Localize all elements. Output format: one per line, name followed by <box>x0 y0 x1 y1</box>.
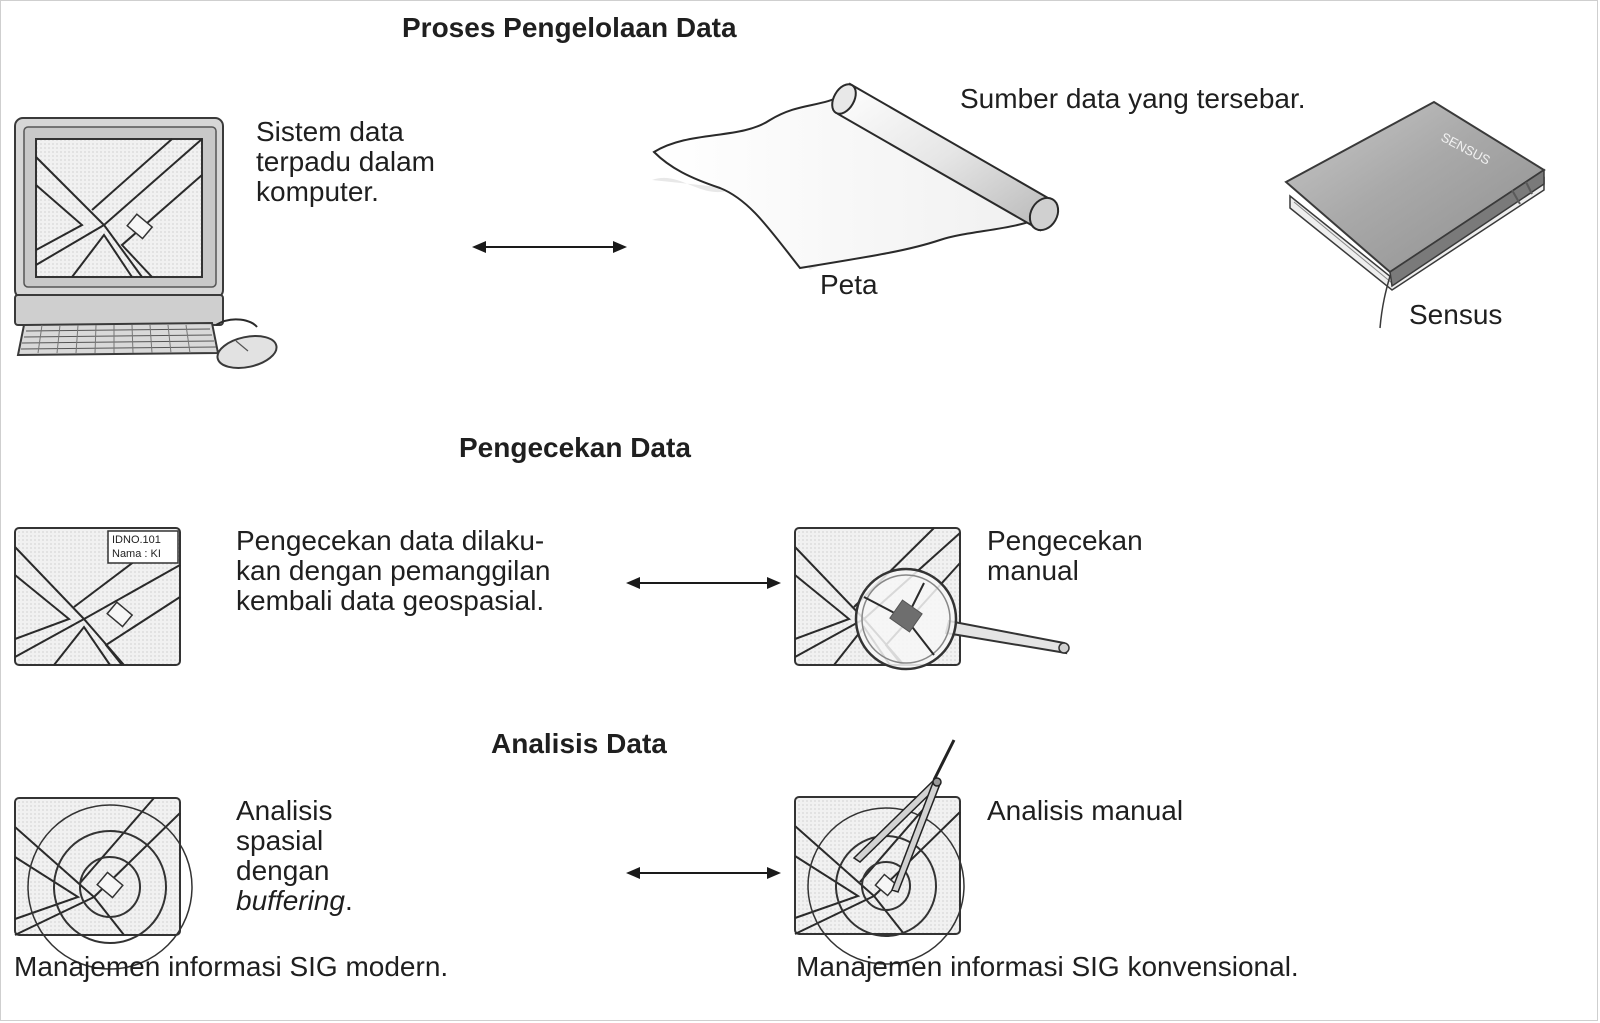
buffer-map-icon <box>14 797 193 970</box>
digital-check-caption: Pengecekan data dilaku- kan dengan peman… <box>236 525 551 616</box>
double-arrow-3 <box>626 867 781 879</box>
label-line-1: IDNO.101 <box>112 534 161 546</box>
map-scroll-icon <box>652 82 1060 270</box>
compass-map-icon <box>794 739 965 965</box>
double-arrow-2 <box>626 577 781 589</box>
map-magnifier-icon <box>794 527 1070 671</box>
heading-proses: Proses Pengelolaan Data <box>402 12 737 43</box>
buffering-term: buffering <box>236 885 345 916</box>
heading-pengecekan: Pengecekan Data <box>459 432 691 463</box>
computer-icon <box>14 117 278 369</box>
caption-period: . <box>344 885 353 916</box>
manual-check-caption: Pengecekan manual <box>987 525 1143 586</box>
computer-caption: Sistem data terpadu dalam komputer. <box>256 116 436 207</box>
census-book-icon: SENSUS <box>1284 100 1546 329</box>
label-line-2: Nama : KI <box>112 548 161 560</box>
double-arrow-1 <box>472 241 627 253</box>
map-with-label-icon: IDNO.101 Nama : KI <box>14 527 181 666</box>
manual-analysis-caption: Analisis manual <box>987 795 1184 826</box>
footer-modern: Manajemen informasi SIG modern. <box>14 951 449 982</box>
sources-caption: Sumber data yang tersebar. <box>960 83 1306 114</box>
digital-analysis-caption-text: Analisis spasial dengan <box>236 795 333 886</box>
map-caption: Peta <box>820 269 878 300</box>
footer-conventional: Manajemen informasi SIG konvensional. <box>796 951 1299 982</box>
heading-analisis: Analisis Data <box>491 728 667 759</box>
book-caption: Sensus <box>1409 299 1503 330</box>
